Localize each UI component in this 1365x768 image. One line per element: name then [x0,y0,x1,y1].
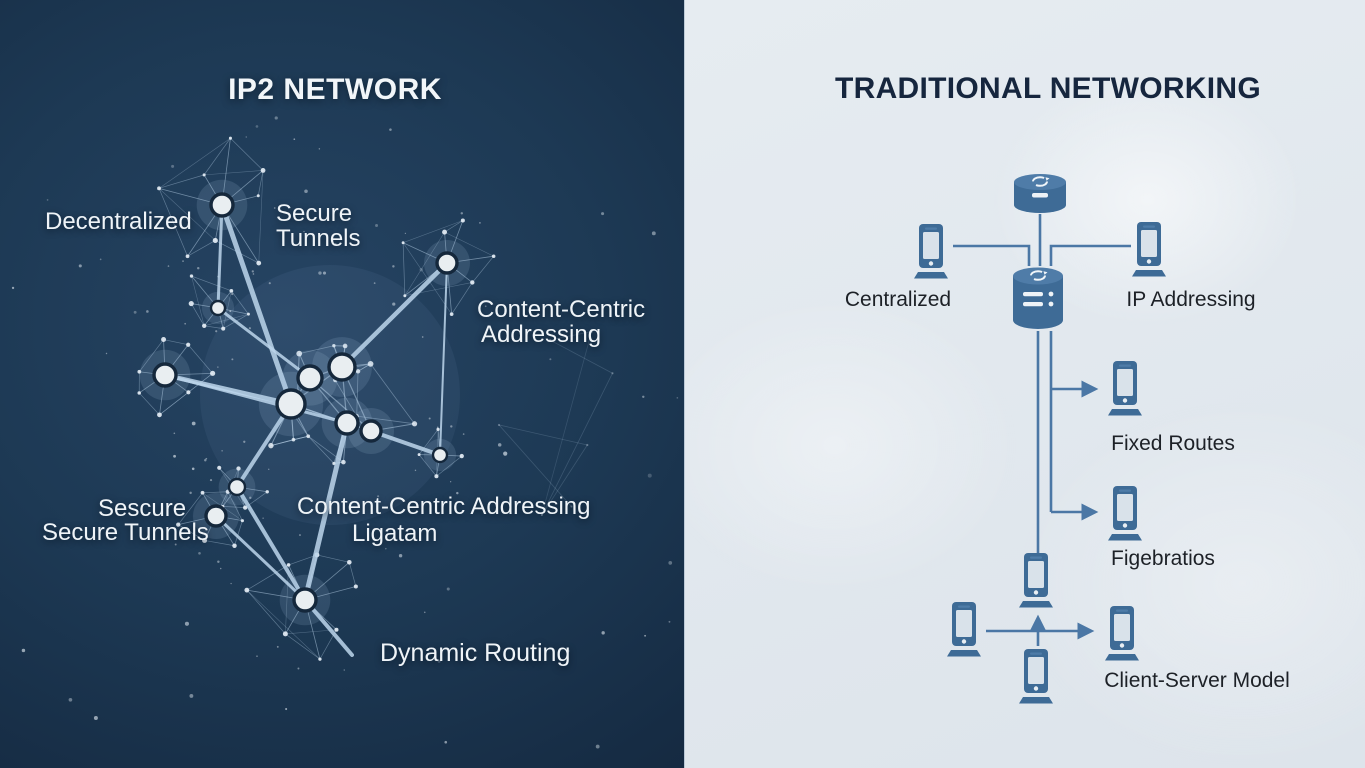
right-panel-title: TRADITIONAL NETWORKING [834,72,1262,106]
label-secure-tunnels-line2: Tunnels [276,225,361,252]
workstation-icon [1129,222,1169,278]
workstation-icon [1105,361,1145,417]
workstation-icon [1016,553,1056,609]
label-fixed-routes: Fixed Routes [1111,432,1235,455]
mesh-network-graphic [11,116,679,749]
label-figebratios: Figebratios [1111,547,1215,570]
label-centralized: Centralized [844,288,952,311]
workstation-icon [911,224,951,280]
label-content-centric-line2: Addressing [481,321,602,348]
workstation-icon [1105,486,1145,542]
left-panel-title: IP2 NETWORK [228,73,442,107]
label-dynamic-routing: Dynamic Routing [380,639,571,667]
label-content-centric-line1: Content-Centric [477,296,646,323]
server-database-icon [1011,266,1065,332]
workstation-icon [944,602,984,658]
label-content-centric-2-line1: Content-Centric Addressing [297,493,591,520]
ip2-network-panel: IP2 NETWORK Decentralized Secure Tunnels… [0,0,684,768]
workstation-icon [1016,649,1056,705]
traditional-networking-panel: TRADITIONAL NETWORKING Centralized IP Ad… [684,0,1365,768]
label-decentralized: Decentralized [45,208,192,235]
hierarchy-connectors [953,214,1131,646]
sync-database-icon [1011,172,1069,218]
label-secure-tunnels-line1: Secure [276,200,353,227]
label-content-centric-2-line2: Ligatam [352,520,438,547]
label-sescure-line2: Secure Tunnels [42,519,209,546]
label-sescure-line1: Sescure [98,495,187,522]
label-ip-addressing: IP Addressing [1126,288,1256,311]
workstation-icon [1102,606,1142,662]
label-client-server-model: Client-Server Model [1104,669,1290,692]
